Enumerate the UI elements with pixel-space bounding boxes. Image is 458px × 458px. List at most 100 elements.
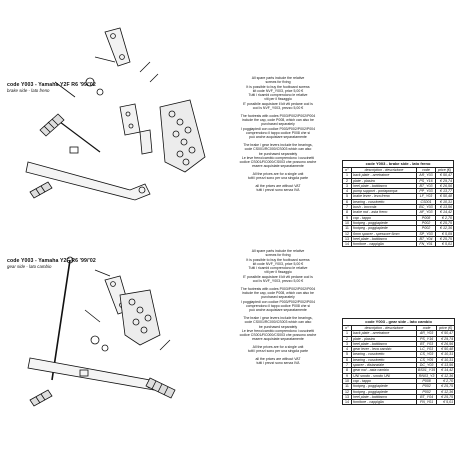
- note-line: comprendono il tappo codice P008 che si: [245, 303, 310, 308]
- part-code: PS_Y16: [416, 177, 436, 184]
- gear-side-drawing: [27, 256, 176, 407]
- table-header-row: n° description - descrizione code price …: [342, 324, 456, 332]
- part-number: 14: [342, 399, 352, 406]
- part-price: € 10,31: [435, 198, 454, 206]
- note-line: Tutti i ricambi comprendono le relative: [248, 266, 308, 271]
- col-price: price (€): [436, 324, 456, 332]
- part-code: BS01_Y15: [415, 367, 438, 374]
- part-description: fornitore - cappiglia: [351, 399, 417, 406]
- part-code: DC_Y03: [415, 362, 438, 369]
- bush-part: [96, 88, 104, 96]
- part-price: € 12,36: [436, 372, 456, 379]
- brake-side-subtitle: brake side - lato freno: [7, 88, 50, 93]
- part-price: € 14,42: [436, 367, 456, 374]
- note-line: all the prices are without VAT: [255, 357, 301, 362]
- part-code: LC_Y03: [415, 346, 438, 353]
- note-line: cod is NVF_Y003, prezzo 5,00 €: [252, 106, 304, 111]
- footpeg-part: [39, 113, 65, 137]
- part-code: FN_Y01: [415, 399, 438, 406]
- part-price: € 25,75: [435, 219, 454, 227]
- note-line: codice CS001/RC000/CS003 che possono anc…: [239, 333, 317, 338]
- col-code: code: [415, 324, 438, 332]
- note-line: Le leve freno/cambio comprendono i cusci…: [241, 328, 315, 333]
- plate-part: [159, 99, 206, 173]
- part-price: € 13,77: [435, 188, 454, 195]
- note-line: essere acquistate separatamente: [252, 164, 304, 169]
- part-code: AR_Y03: [415, 330, 438, 337]
- part-price: € 14,42: [435, 209, 454, 216]
- note-block: The brake / gear levers include the bear…: [222, 316, 334, 342]
- note-line: The brake / gear levers include the bear…: [243, 315, 313, 320]
- note-line: all the prices are without VAT: [255, 184, 301, 189]
- note-line: The footrests with codes P003/P002/P002/…: [240, 113, 316, 118]
- part-price: € 5,01: [436, 399, 456, 406]
- note-line: include the cap, code P008, which can al…: [242, 291, 314, 296]
- part-price: € 50,47: [435, 172, 454, 179]
- note-line: All spare parts include the relative: [251, 249, 305, 253]
- note-line: codice CS001/RC000/CS003 che possono anc…: [239, 160, 317, 165]
- pump-support-part: [139, 129, 153, 155]
- brake-side-exploded-diagram: [0, 22, 228, 222]
- gear-side-exploded-diagram: [0, 240, 228, 440]
- note-line: The footrests with codes P003/P002/P002/…: [240, 286, 316, 291]
- part-price: € 12,36: [436, 388, 456, 395]
- part-number: 14: [342, 241, 352, 248]
- note-line: kit code NVF_Y003, price 5,00 €: [252, 261, 304, 266]
- note-block: The brake / gear levers include the bear…: [222, 143, 334, 169]
- note-line: The brake / gear levers include the bear…: [243, 142, 313, 147]
- note-line: viti per il fissaggio: [264, 97, 292, 102]
- part-price: € 26,56: [436, 340, 456, 348]
- note-line: comprendono il tappo codice P008 che si: [245, 130, 310, 135]
- part-code: CS_Y03: [415, 351, 438, 358]
- col-price: price (€): [435, 166, 454, 174]
- note-block: The footrests with codes P003/P002/P002/…: [222, 114, 334, 140]
- part-price: € 13,56: [436, 362, 456, 369]
- note-line: screws for fixing: [265, 80, 291, 85]
- part-price: € 29,74: [436, 335, 456, 342]
- note-line: può anche acquistare separatamente: [249, 135, 307, 140]
- part-code: P002: [415, 383, 438, 390]
- note-line: All the prices are for a single unit: [252, 172, 304, 177]
- table-caption: code Y003 - gear side - lato cambio: [341, 318, 456, 326]
- part-code: P008: [415, 377, 438, 385]
- part-price: € 10,31: [436, 356, 456, 364]
- note-line: Tutti i ricambi comprendono le relative: [248, 93, 308, 98]
- plate-part: [119, 289, 161, 346]
- note-line: include the cap, code P008, which can al…: [242, 118, 314, 123]
- note-line: kit code NVF_Y003, price 5,00 €: [252, 88, 304, 93]
- part-code: PS_Y16: [415, 335, 438, 342]
- part-price: € 13,56: [435, 204, 454, 211]
- bearing-part: [85, 77, 95, 87]
- part-description: fornitore - cappiglia: [351, 241, 417, 248]
- uni-joint-part: [79, 369, 89, 377]
- part-code: P002: [415, 388, 438, 395]
- note-line: I poggiapiedi con codice P003/P002/P002/…: [240, 126, 316, 131]
- note-line: tutti i prezzi sono per una singola part…: [247, 176, 309, 181]
- brake-side-parts-table: code Y003 - brake side - lato freno n° d…: [342, 160, 454, 248]
- spacer-part: [69, 146, 79, 154]
- note-block: The footrests with codes P003/P002/P002/…: [222, 287, 334, 313]
- part-price: € 5,09: [435, 230, 454, 237]
- note-line: be purchased separately: [258, 324, 298, 329]
- part-price: € 50,48: [435, 193, 454, 200]
- gear-lever-part: [27, 357, 155, 391]
